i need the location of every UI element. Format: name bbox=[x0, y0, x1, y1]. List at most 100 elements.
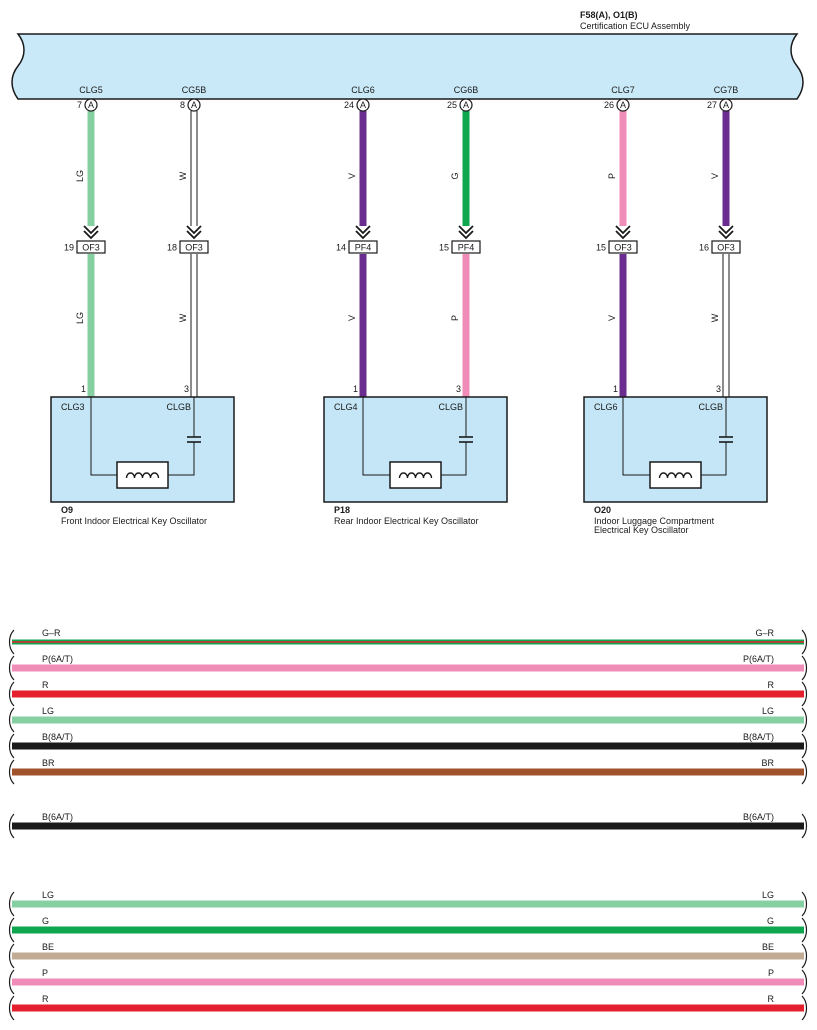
joint-arrow-icon bbox=[186, 225, 202, 240]
joint-connector-label: PF4 bbox=[355, 243, 372, 253]
connector-marker-icon bbox=[459, 98, 473, 112]
internal-wire bbox=[701, 442, 727, 476]
joint-pin-number: 15 bbox=[596, 243, 606, 253]
legend-code-right: LG bbox=[762, 890, 774, 900]
joint-arrow-icon bbox=[615, 225, 631, 240]
break-mark-icon bbox=[801, 813, 808, 839]
joint-pin-number: 18 bbox=[167, 243, 177, 253]
break-mark-icon bbox=[8, 995, 15, 1021]
joint-arrow-icon bbox=[458, 225, 474, 240]
oscillator-code: O9 bbox=[61, 505, 73, 515]
oscillator-pin-left: CLG3 bbox=[61, 402, 85, 412]
break-mark-icon bbox=[801, 733, 808, 759]
inductor-icon bbox=[125, 472, 160, 479]
oscillator-pin-right: CLGB bbox=[698, 402, 723, 412]
break-mark-icon bbox=[8, 943, 15, 969]
legend-code-left: BE bbox=[42, 942, 54, 952]
oscillator-pin-left: CLG4 bbox=[334, 402, 358, 412]
legend-code-left: LG bbox=[42, 706, 54, 716]
break-mark-icon bbox=[801, 969, 808, 995]
end-pin-number: 1 bbox=[81, 384, 86, 394]
legend-code-right: LG bbox=[762, 706, 774, 716]
joint-pin-number: 16 bbox=[699, 243, 709, 253]
ecu-pin-name: CLG5 bbox=[79, 85, 103, 95]
wire-code-upper: P bbox=[607, 173, 617, 179]
ecu-assembly bbox=[11, 33, 804, 100]
joint-connector bbox=[451, 240, 481, 254]
legend-group-2-row: B(6A/T)B(6A/T) bbox=[8, 812, 808, 839]
wire-code-lower: P bbox=[450, 315, 460, 321]
oscillator-name: Indoor Luggage Compartment bbox=[594, 516, 715, 526]
joint-connector bbox=[348, 240, 378, 254]
connector-marker-icon bbox=[616, 98, 630, 112]
ecu-pin-connector: A bbox=[191, 100, 197, 110]
legend-code-right: B(6A/T) bbox=[743, 812, 774, 822]
joint-arrow-icon bbox=[718, 225, 734, 240]
wire-code-upper: V bbox=[347, 173, 357, 179]
legend-code-right: BR bbox=[761, 758, 774, 768]
break-mark-icon bbox=[8, 813, 15, 839]
joint-connector-label: PF4 bbox=[458, 243, 475, 253]
joint-connector-label: OF3 bbox=[185, 243, 203, 253]
legend-code-left: R bbox=[42, 994, 49, 1004]
wire-code-upper: G bbox=[450, 172, 460, 179]
inductor-icon bbox=[398, 472, 433, 479]
legend-code-left: P(6A/T) bbox=[42, 654, 73, 664]
ecu-pin-connector: A bbox=[463, 100, 469, 110]
joint-arrow-icon bbox=[355, 225, 371, 240]
oscillator-code: P18 bbox=[334, 505, 350, 515]
wire-code-upper: W bbox=[178, 171, 188, 180]
connector-marker-icon bbox=[356, 98, 370, 112]
end-pin-number: 1 bbox=[353, 384, 358, 394]
joint-connector-label: OF3 bbox=[717, 243, 735, 253]
legend-code-right: B(8A/T) bbox=[743, 732, 774, 742]
legend-code-left: G bbox=[42, 916, 49, 926]
break-mark-icon bbox=[8, 629, 15, 655]
break-mark-icon bbox=[8, 733, 15, 759]
connector-marker-icon bbox=[84, 98, 98, 112]
break-mark-icon bbox=[801, 707, 808, 733]
legend-group-1-row: P(6A/T) P(6A/T) bbox=[8, 654, 808, 681]
legend-code-right: R bbox=[768, 680, 775, 690]
break-mark-icon bbox=[8, 891, 15, 917]
oscillator-name: Front Indoor Electrical Key Oscillator bbox=[61, 516, 207, 526]
joint-pin-number: 19 bbox=[64, 243, 74, 253]
ecu-pin-connector: A bbox=[88, 100, 94, 110]
ecu-pin-number: 8 bbox=[180, 100, 185, 110]
legend-code-right: G bbox=[767, 916, 774, 926]
internal-wire bbox=[168, 442, 195, 476]
oscillator-code: O20 bbox=[594, 505, 611, 515]
break-mark-icon bbox=[801, 655, 808, 681]
joint-connector-label: OF3 bbox=[82, 243, 100, 253]
ecu-pin-connector: A bbox=[723, 100, 729, 110]
legend-code-right: P(6A/T) bbox=[743, 654, 774, 664]
internal-wire bbox=[90, 397, 117, 476]
ecu-pin-connector: A bbox=[620, 100, 626, 110]
legend-code-left: G–R bbox=[42, 628, 61, 638]
break-mark-icon bbox=[801, 681, 808, 707]
wire-code-upper: LG bbox=[75, 170, 85, 182]
legend-group-1-row: B(8A/T)B(8A/T) bbox=[8, 732, 808, 759]
connector-marker-icon bbox=[187, 98, 201, 112]
oscillator-name: Rear Indoor Electrical Key Oscillator bbox=[334, 516, 479, 526]
joint-connector bbox=[711, 240, 741, 254]
joint-connector bbox=[179, 240, 209, 254]
oscillator-pin-right: CLGB bbox=[438, 402, 463, 412]
wire-code-lower: W bbox=[178, 313, 188, 322]
ecu-pin-name: CG6B bbox=[454, 85, 479, 95]
end-pin-number: 3 bbox=[184, 384, 189, 394]
legend-code-right: P bbox=[768, 968, 774, 978]
ecu-pin-number: 26 bbox=[604, 100, 614, 110]
break-mark-icon bbox=[801, 891, 808, 917]
joint-pin-number: 14 bbox=[336, 243, 346, 253]
break-mark-icon bbox=[8, 917, 15, 943]
legend-code-left: R bbox=[42, 680, 49, 690]
